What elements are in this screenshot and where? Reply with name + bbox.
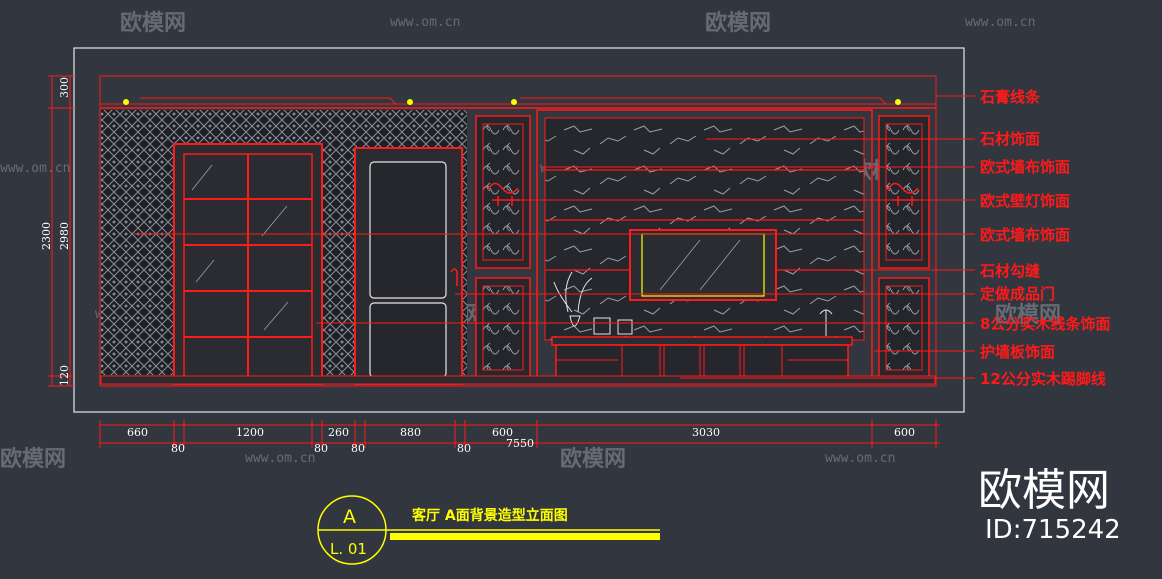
title-letter: A (343, 506, 356, 528)
title-sheet: L. 01 (330, 540, 367, 558)
callout-label: 欧式墙布饰面 (980, 158, 1070, 176)
callout-label: 石材勾缝 (979, 262, 1040, 280)
watermark-brand: 欧模网 (995, 302, 1061, 328)
dim-label: 600 (894, 426, 915, 439)
model-id: ID:715242 (985, 515, 1121, 545)
dim-label: 80 (457, 442, 471, 455)
dim-label: 2300 (40, 222, 53, 250)
dim-label: 80 (351, 442, 365, 455)
callout-label: 8公分实木线条饰面 (980, 315, 1110, 333)
title-block: A L. 01 客厅 A面背景造型立面图 (317, 495, 660, 565)
callout-label: 12公分实木踢脚线 (980, 370, 1106, 388)
sheet-frame (73, 47, 965, 413)
title-underline (390, 533, 660, 540)
callout-label: 石膏线条 (979, 88, 1041, 106)
panel-door (354, 147, 463, 385)
carved-panels (475, 115, 930, 379)
watermark-url: www.om.cn (245, 451, 315, 466)
dim-label: 1200 (236, 426, 264, 439)
brand-logo-text: 欧模网 (978, 465, 1110, 516)
watermark-url: www.om.cn (965, 15, 1035, 30)
watermark-url: www.om.cn (825, 451, 895, 466)
dim-label: 80 (171, 442, 185, 455)
watermark-url: www.om.cn (0, 161, 70, 176)
dim-label: 3030 (692, 426, 720, 439)
watermark-brand: 欧模网 (705, 10, 771, 36)
callout-label: 石材饰面 (979, 130, 1040, 148)
dim-label: 600 (492, 426, 513, 439)
callout-label: 定做成品门 (980, 285, 1055, 303)
dim-label: 300 (58, 77, 71, 98)
dim-label: 120 (58, 365, 71, 386)
vase-icon (569, 315, 581, 327)
plant-icon (553, 271, 593, 313)
callout-label: 护墙板饰面 (980, 343, 1055, 361)
dim-label: 80 (314, 442, 328, 455)
dim-label: 260 (328, 426, 349, 439)
left-dimensions: 300 2300 2980 120 (40, 75, 74, 387)
dim-total: 7550 (506, 437, 534, 450)
callout-label: 欧式墙布饰面 (980, 226, 1070, 244)
watermark-brand: 欧模网 (560, 446, 626, 472)
tv-cabinet (551, 336, 853, 380)
watermark-brand: 欧模网 (120, 10, 186, 36)
watermark-brand: 欧模网 (0, 446, 66, 472)
photo-frame-icon (617, 319, 633, 335)
dim-label: 2980 (58, 222, 71, 250)
glass-door (173, 143, 323, 385)
callout-labels: 石膏线条 石材饰面 欧式墙布饰面 欧式壁灯饰面 欧式墙布饰面 石材勾缝 定做成品… (979, 88, 1110, 388)
dim-label: 660 (127, 426, 148, 439)
dim-label: 880 (400, 426, 421, 439)
skirting-line (100, 375, 936, 385)
callout-leaders (134, 95, 975, 379)
gypsum-moulding (100, 97, 936, 109)
photo-frame-icon (593, 317, 611, 335)
bottom-dimensions: 660 1200 260 880 600 3030 600 80 80 80 8… (99, 420, 940, 455)
tv-wall (536, 109, 873, 383)
title-text: 客厅 A面背景造型立面图 (411, 507, 568, 524)
wall-outline (99, 75, 937, 387)
callout-label: 欧式壁灯饰面 (980, 192, 1070, 210)
watermark-url: www.om.cn (390, 15, 460, 30)
